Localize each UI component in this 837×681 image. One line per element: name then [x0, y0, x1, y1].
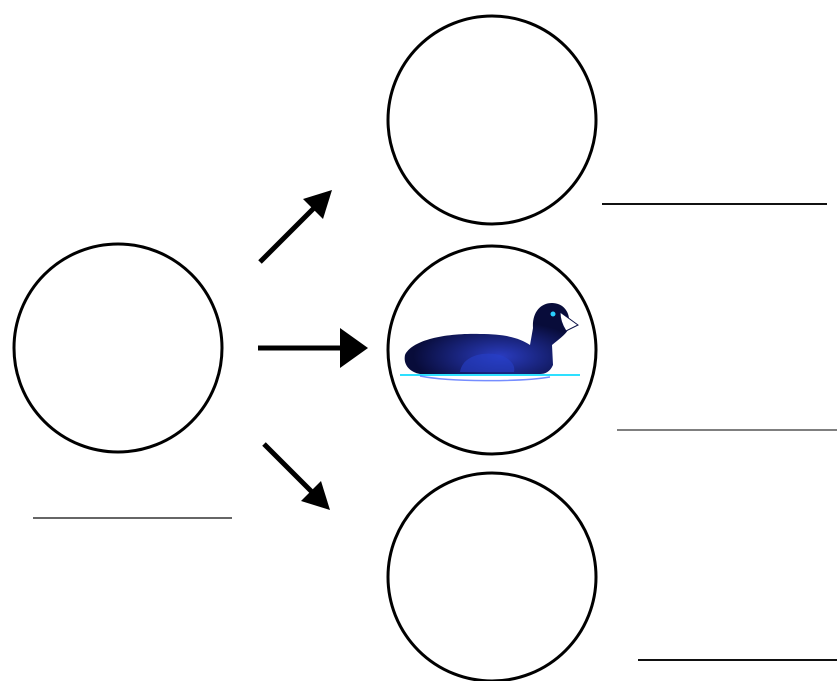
bottom-circle — [386, 471, 598, 681]
top-circle — [386, 14, 598, 226]
arrow-to-middle — [258, 328, 368, 368]
source-circle — [12, 242, 224, 454]
arrow-to-bottom — [262, 442, 330, 510]
coot-bird-icon — [400, 303, 580, 382]
arrow-to-top — [258, 190, 332, 264]
